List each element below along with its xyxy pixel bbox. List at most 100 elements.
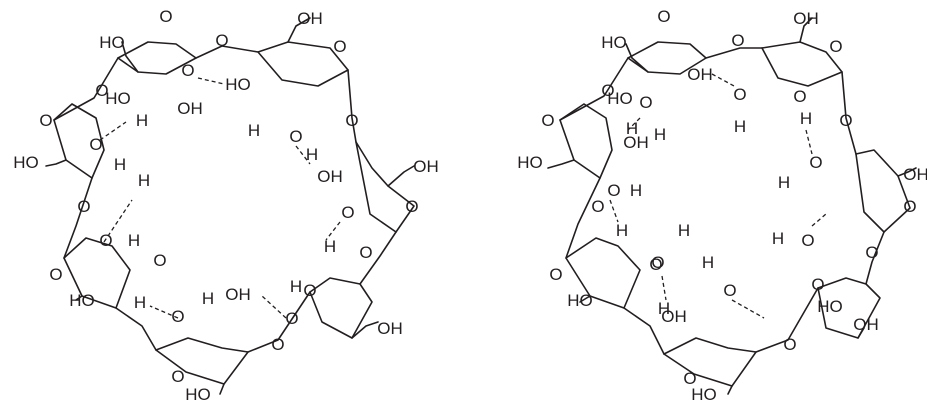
- hydroxymethyl-arm: [625, 43, 649, 73]
- hydroxyl-label-right: OH: [377, 319, 403, 338]
- glycosidic-linkage: [195, 45, 259, 59]
- hydrogen-bond: [295, 145, 311, 165]
- hydrogen-label: H: [678, 221, 690, 240]
- ring-oxygen-label: O: [839, 111, 852, 130]
- hydroxyl-label-right: OH: [661, 307, 687, 326]
- hydroxyl-label-left: HO: [185, 385, 211, 402]
- hydroxymethyl-arm: [579, 295, 591, 303]
- glucose-ring-3: [855, 149, 911, 233]
- hydroxyl-label-right: OH: [687, 65, 713, 84]
- ring-oxygen-label: O: [829, 37, 842, 56]
- hydrogen-bond: [711, 73, 735, 87]
- hydrogen-bond: [99, 121, 127, 141]
- glycosidic-linkage: [115, 307, 157, 351]
- glucose-ring-5: [155, 337, 249, 385]
- hydrogen-label: H: [658, 299, 670, 318]
- hydrogen-label: H: [654, 125, 666, 144]
- hydrogen-label: H: [114, 155, 126, 174]
- hydroxyl-label-left: HO: [817, 297, 843, 316]
- ring-oxygen-label: O: [405, 197, 418, 216]
- ring-oxygen-label: O: [171, 367, 184, 386]
- hydrogen-label: H: [248, 121, 260, 140]
- hydroxymethyl-arm: [387, 165, 415, 187]
- hydrogen-label: H: [136, 111, 148, 130]
- hydrogen-bond: [103, 199, 133, 243]
- hydrogen-label: H: [290, 277, 302, 296]
- hydroxymethyl-arm: [75, 295, 83, 301]
- glycosidic-linkage: [347, 69, 357, 143]
- hydroxyl-label-right: OH: [623, 133, 649, 152]
- hydroxyl-label-left: HO: [517, 153, 543, 172]
- hydroxyl-label-left: HO: [99, 33, 125, 52]
- hydroxyl-oxygen-label: O: [99, 231, 112, 250]
- hydrogen-bond: [197, 77, 225, 85]
- hydroxyl-label-right: OH: [297, 9, 323, 28]
- glycosidic-linkage: [247, 291, 311, 353]
- hydrogen-label: H: [734, 117, 746, 136]
- hydroxyl-oxygen-label: O: [341, 203, 354, 222]
- hydroxymethyl-arm: [897, 167, 917, 177]
- ring-oxygen-label: O: [49, 265, 62, 284]
- ring-oxygen-label: O: [657, 7, 670, 26]
- hydroxyl-label-right: OH: [317, 167, 343, 186]
- ring-oxygen-label: O: [345, 111, 358, 130]
- ring-oxygen-label: O: [271, 335, 284, 354]
- glycosidic-linkage: [841, 71, 857, 155]
- hydrogen-bond: [731, 299, 765, 319]
- hydrogen-label: H: [772, 229, 784, 248]
- hydrogen-bond: [811, 213, 827, 227]
- ring-oxygen-label: O: [549, 265, 562, 284]
- hydroxyl-label-left: HO: [13, 153, 39, 172]
- hydrogen-label: H: [324, 237, 336, 256]
- hydroxymethyl-arm: [121, 41, 139, 73]
- ring-oxygen-label: O: [811, 275, 824, 294]
- ring-oxygen-label: O: [39, 111, 52, 130]
- hydrogen-label: H: [778, 173, 790, 192]
- hydroxyl-label-left: HO: [691, 385, 717, 402]
- hydrogen-label: H: [630, 181, 642, 200]
- glycosidic-linkage: [559, 57, 629, 121]
- hydroxyl-oxygen-label: O: [649, 255, 662, 274]
- glucose-ring-4: [309, 277, 373, 339]
- hydroxymethyl-arm: [799, 17, 813, 43]
- ring-oxygen-label: O: [903, 197, 916, 216]
- hydrogen-label: H: [138, 171, 150, 190]
- hydroxymethyl-arm: [547, 159, 575, 169]
- glycosidic-linkage: [755, 287, 819, 353]
- hydrogen-label: H: [702, 253, 714, 272]
- glycosidic-linkage: [623, 307, 665, 355]
- hydroxyl-oxygen-label: O: [639, 93, 652, 112]
- hydroxyl-label-right: OH: [413, 157, 439, 176]
- hydroxymethyl-arm: [857, 327, 865, 339]
- glycosidic-linkage: [359, 231, 397, 285]
- hydrogen-label: H: [202, 289, 214, 308]
- hydroxyl-label-left: HO: [225, 75, 251, 94]
- hydroxymethyl-arm: [727, 385, 733, 395]
- hydrogen-bond: [149, 305, 179, 319]
- hydroxymethyl-arm: [351, 321, 379, 339]
- hydroxymethyl-arm: [287, 17, 311, 43]
- hydroxyl-label-right: OH: [225, 285, 251, 304]
- ring-oxygen-label: O: [333, 37, 346, 56]
- hydroxyl-oxygen-label: O: [733, 85, 746, 104]
- glucose-ring-4: [817, 277, 881, 339]
- hydroxyl-oxygen-label: O: [181, 61, 194, 80]
- ring-oxygen-label: O: [591, 197, 604, 216]
- ring-oxygen-label: O: [359, 243, 372, 262]
- ring-oxygen-label: O: [783, 335, 796, 354]
- hydroxyl-oxygen-label: O: [89, 135, 102, 154]
- hydroxyl-oxygen-label: O: [171, 307, 184, 326]
- hydroxyl-oxygen-label: O: [285, 309, 298, 328]
- hydrogen-bond: [805, 129, 813, 155]
- hydroxyl-oxygen-label: O: [801, 231, 814, 250]
- hydroxyl-label-right: OH: [177, 99, 203, 118]
- ring-oxygen-label: O: [153, 251, 166, 270]
- ring-oxygen-label: O: [683, 369, 696, 388]
- glucose-ring-5: [663, 337, 757, 387]
- hydrogen-bond: [325, 221, 341, 241]
- hydroxyl-oxygen-label: O: [607, 181, 620, 200]
- glycosidic-linkage: [63, 177, 93, 259]
- hydroxyl-label-left: HO: [69, 291, 95, 310]
